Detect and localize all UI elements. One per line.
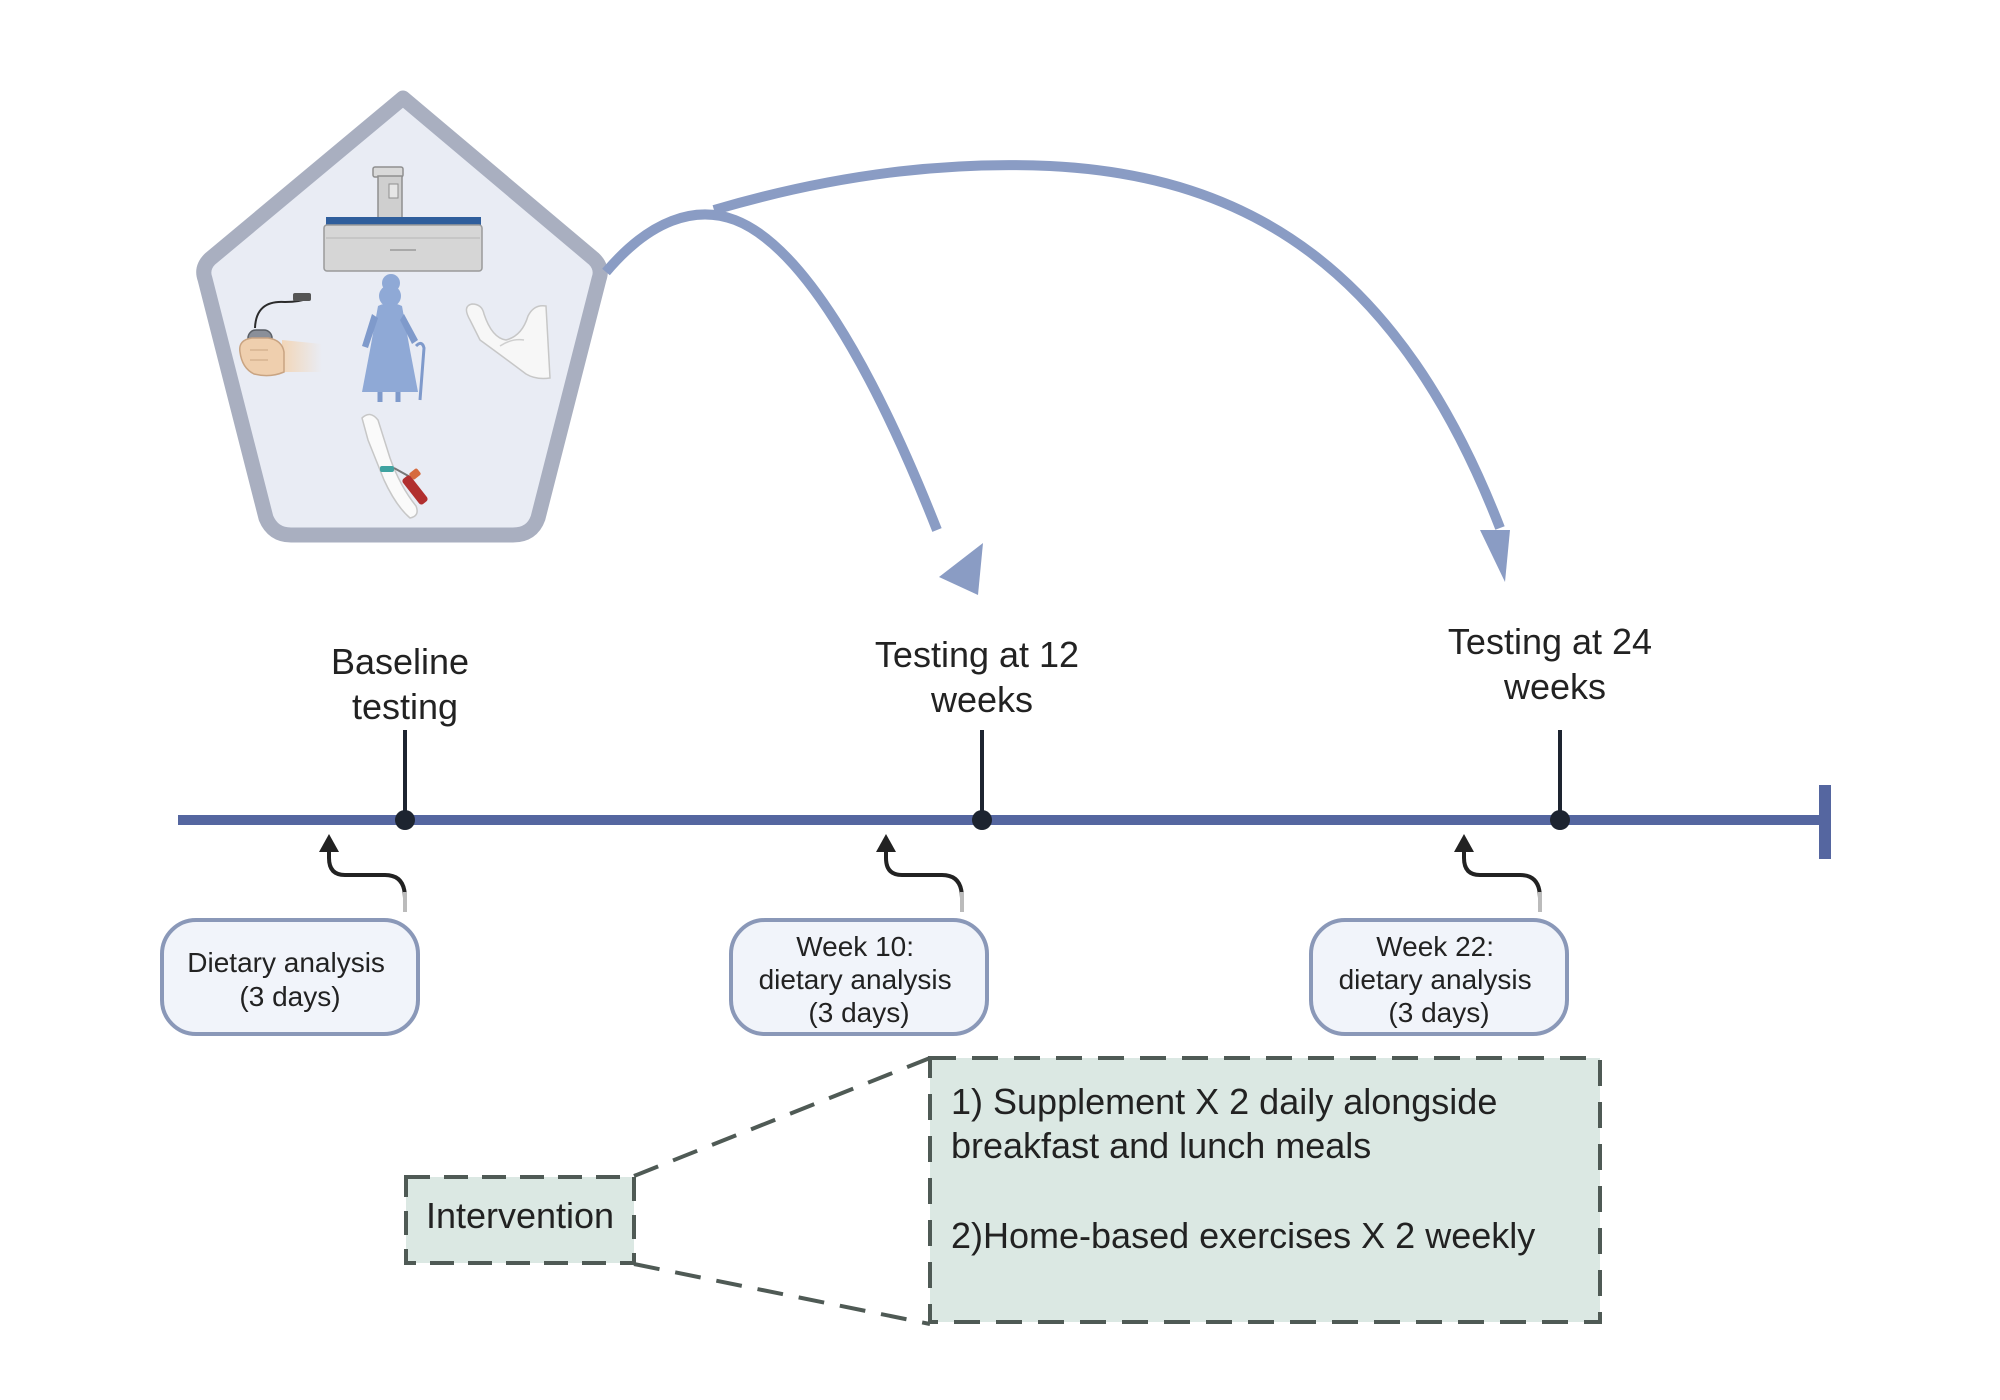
diet-pointer-week10 (876, 834, 964, 912)
diet-box-baseline: Dietary analysis (3 days) (160, 918, 420, 1036)
intervention-label: Intervention (426, 1195, 614, 1236)
arrow-to-week-12 (602, 209, 983, 595)
intervention-connector (633, 1056, 931, 1326)
week24-label: Testing at 24 weeks (1448, 621, 1662, 707)
testing-battery-panel (196, 90, 608, 543)
diet-pointer-week22 (1454, 834, 1542, 912)
older-person-icon (362, 274, 426, 402)
baseline-label: Baseline testing (331, 641, 479, 727)
grip-dynamometer-icon (239, 293, 322, 377)
intervention-details-box: 1) Supplement X 2 daily alongside breakf… (928, 1056, 1602, 1324)
week12-point (972, 810, 992, 830)
timeline-end-cap (1819, 785, 1831, 859)
timeline (178, 730, 1831, 859)
intervention-item-1-line-2: breakfast and lunch meals (951, 1125, 1371, 1166)
intervention-item-2: 2)Home-based exercises X 2 weekly (951, 1215, 1535, 1256)
svg-text:Dietary analysis (3 days: Dietary analysis (3 days) (187, 947, 392, 1012)
diet-box-week22: Week 22: dietary analysis (3 days) (1309, 918, 1569, 1036)
intervention-label-box: Intervention (404, 1175, 636, 1265)
diet-box-week10: Week 10: dietary analysis (3 days) (729, 918, 989, 1036)
baseline-point (395, 810, 415, 830)
svg-text:Week 10: dietary analysi: Week 10: dietary analysis (3 days) (759, 931, 960, 1028)
svg-text:Week 22: dietary analysi: Week 22: dietary analysis (3 days) (1339, 931, 1540, 1028)
dexa-scanner-icon (323, 166, 483, 272)
intervention-item-1-line-1: 1) Supplement X 2 daily alongside (951, 1081, 1497, 1122)
flexed-arm-icon (465, 303, 551, 380)
diet-pointer-baseline (319, 834, 407, 912)
arrow-to-week-24 (712, 160, 1510, 582)
week12-label: Testing at 12 weeks (875, 634, 1089, 720)
week24-point (1550, 810, 1570, 830)
blood-draw-icon (361, 413, 428, 519)
